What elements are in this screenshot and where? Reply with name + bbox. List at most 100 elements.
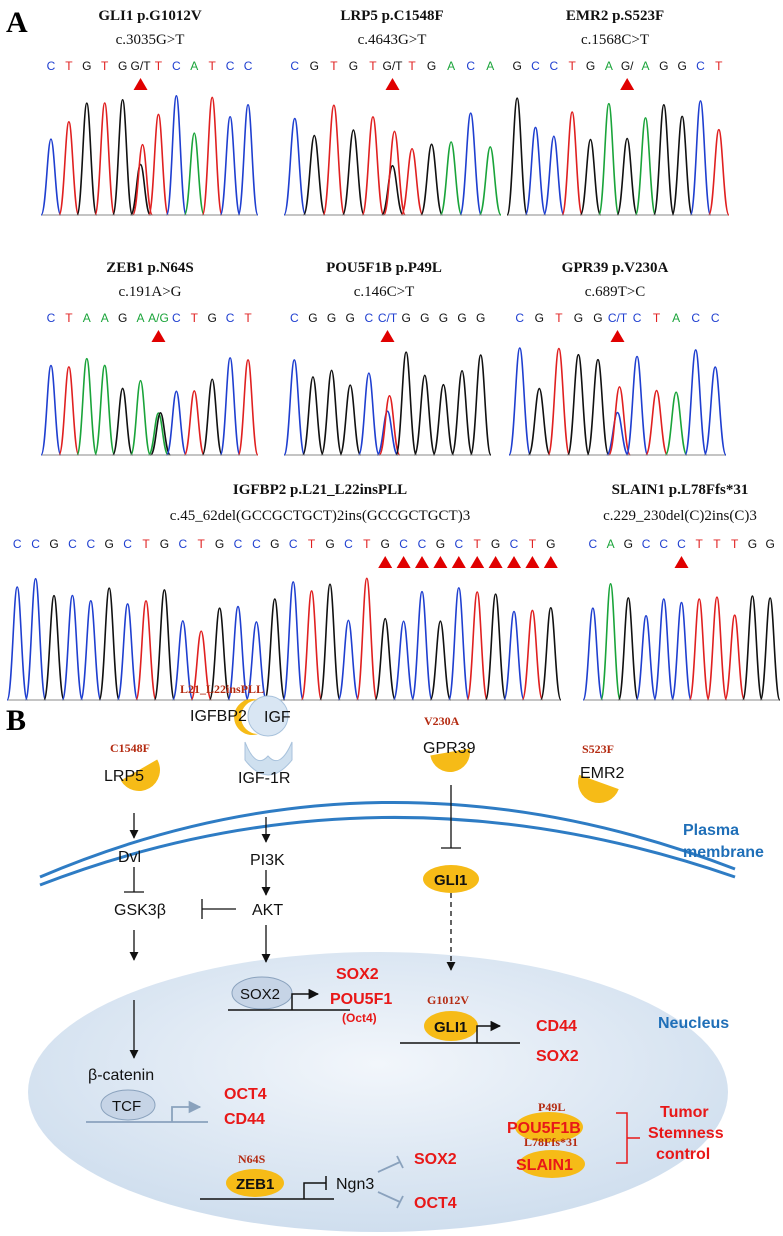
chromatogram-peak [283, 359, 306, 456]
chromatogram-peak [378, 394, 401, 456]
base-call: G [105, 537, 114, 551]
base-call: G [420, 311, 429, 325]
chromatogram-peak [376, 410, 399, 456]
chromatogram-peak [582, 607, 604, 701]
zeb1-factor [226, 1169, 284, 1197]
base-call: C [289, 537, 298, 551]
chromatogram-peak [147, 113, 170, 216]
base-call: T [142, 537, 150, 551]
gli1-cytoplasm-label: GLI1 [434, 872, 467, 889]
nucleotide-change: c.191A>G [118, 284, 181, 300]
base-call: G [349, 59, 358, 73]
chromatogram-peak [413, 374, 436, 456]
chromatogram-peak [617, 597, 639, 701]
chromatogram-peak [24, 577, 47, 701]
base-call: C [510, 537, 519, 551]
chromatogram-peak [439, 141, 463, 216]
igf1r-label: IGF-1R [238, 770, 290, 787]
gli1-nucleus-label: GLI1 [434, 1019, 467, 1036]
chromatogram-peak [147, 412, 170, 456]
base-call: G [457, 311, 466, 325]
chromatogram-peak [382, 130, 407, 216]
base-call: C [68, 537, 77, 551]
base-call: C [399, 537, 408, 551]
base-call: G [49, 537, 58, 551]
base-call: C [454, 537, 463, 551]
base-call: A [137, 311, 145, 325]
mutation-title: GLI1 p.G1012V [98, 8, 202, 24]
chromatogram-peak [600, 583, 622, 701]
base-call: C [290, 311, 299, 325]
base-call: G [327, 311, 336, 325]
chromatogram-peak [395, 351, 418, 456]
chromatogram-peak [282, 581, 305, 701]
base-call: A [672, 311, 680, 325]
base-call: A [447, 59, 455, 73]
chromatogram-peak [219, 115, 241, 216]
slain1-mutation: L78Ffs*31 [524, 1135, 578, 1149]
chromatogram-peak [129, 163, 152, 216]
base-call: G [401, 311, 410, 325]
base-call: C [252, 537, 261, 551]
base-call: G [586, 59, 595, 73]
chromatogram-peak [98, 587, 121, 701]
target-sox2-ngn3: SOX2 [414, 1151, 457, 1168]
chromatogram-peak [671, 115, 694, 216]
base-call: G [427, 59, 436, 73]
tcf-factor [100, 1089, 156, 1121]
chromatogram-peak [6, 586, 29, 701]
chromatogram-peak [447, 587, 470, 701]
mutation-marker [133, 78, 148, 90]
mutation-marker [488, 556, 503, 568]
base-call: G [535, 311, 544, 325]
pou5f1b-factor [515, 1112, 583, 1142]
chromatogram-peak [219, 357, 241, 456]
chromatogram-peak [503, 610, 525, 701]
mutation-marker [378, 556, 393, 568]
chromatogram-peak [116, 603, 139, 701]
base-call: G [748, 537, 757, 551]
emr2-label: EMR2 [580, 765, 625, 782]
chromatogram-peak [634, 117, 657, 216]
base-call: C [47, 59, 56, 73]
base-call: T [568, 59, 576, 73]
base-call: T [191, 311, 199, 325]
nucleotide-change: c.4643G>T [358, 32, 427, 48]
sox2-factor [231, 976, 293, 1010]
gli1-nucleus [424, 1011, 478, 1041]
base-call: C [633, 311, 642, 325]
chromatogram-peak [227, 605, 249, 701]
gli1-mutation: G1012V [427, 993, 469, 1007]
chromatogram-peak [741, 595, 763, 701]
base-call: C [418, 537, 427, 551]
chromatogram-peak [703, 366, 727, 456]
chromatogram-peak [153, 589, 176, 701]
target-sox2-akt: SOX2 [336, 966, 379, 983]
base-call: G [208, 311, 217, 325]
base-call: C [13, 537, 22, 551]
chromatogram-peak [165, 94, 188, 216]
pathway-arrows [124, 785, 461, 1059]
zeb1-mutation: N64S [238, 1152, 266, 1166]
chromatogram-peak [607, 386, 632, 456]
base-call: G [215, 537, 224, 551]
chromatogram-peak [301, 376, 324, 456]
pi3k-label: PI3K [250, 852, 285, 869]
base-call: G [593, 311, 602, 325]
mutation-marker [620, 78, 635, 90]
mutation-marker [543, 556, 558, 568]
lrp5-receptor [120, 759, 160, 791]
base-call: C [531, 59, 540, 73]
chromatogram-peak [524, 126, 547, 216]
stemness-label-1: Tumor [660, 1104, 709, 1121]
chromatogram-peak [283, 117, 307, 216]
chromatogram-peak [508, 347, 532, 456]
gpr39-mutation: V230A [424, 714, 460, 728]
chromatogram-peak [706, 596, 728, 701]
base-call: A [641, 59, 649, 73]
